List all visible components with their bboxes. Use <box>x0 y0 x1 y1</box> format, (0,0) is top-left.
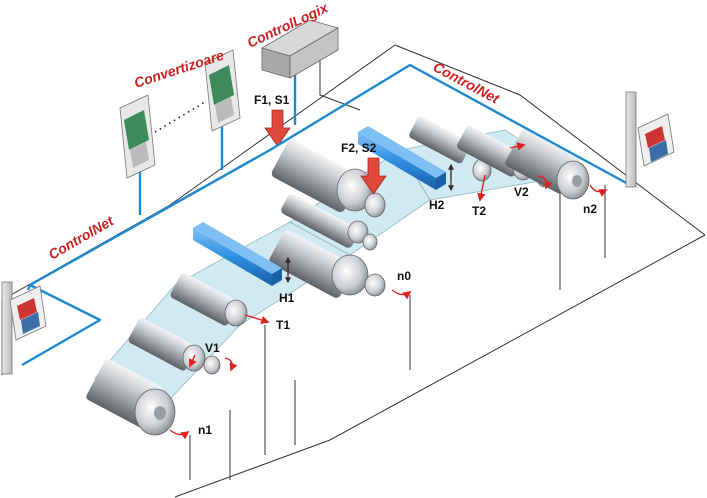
label-v2: V2 <box>514 185 529 199</box>
label-h1: H1 <box>279 291 295 305</box>
controllogix-rack <box>260 19 340 79</box>
label-f2s2: F2, S2 <box>341 141 377 155</box>
drive-1 <box>119 94 156 179</box>
roller-t2 <box>409 116 492 182</box>
sensor-bar-h1 <box>193 222 282 286</box>
operator-terminal-right <box>625 91 675 188</box>
roll-stand-upper <box>271 139 386 218</box>
floor-outline <box>1 44 706 498</box>
label-t2: T2 <box>472 204 486 218</box>
drive-2 <box>204 49 241 132</box>
label-t1: T1 <box>276 318 290 332</box>
label-f1s1: F1, S1 <box>254 93 290 107</box>
label-n2: n2 <box>583 202 597 216</box>
roller-t1 <box>170 273 248 327</box>
force-arrow-f2s2 <box>360 157 387 195</box>
roller-n1 <box>86 359 176 436</box>
roll-stand-lower <box>269 194 386 298</box>
direction-arrows <box>169 142 608 440</box>
label-n0: n0 <box>397 269 411 283</box>
label-h2: H2 <box>429 198 445 212</box>
force-arrow-f1s1 <box>264 109 291 147</box>
label-v1: V1 <box>205 341 220 355</box>
label-n1: n1 <box>198 423 212 437</box>
sensor-bar-h2 <box>358 126 446 190</box>
operator-terminal-left <box>1 281 47 375</box>
drive-ellipsis <box>154 101 206 133</box>
height-arrows <box>285 163 454 284</box>
